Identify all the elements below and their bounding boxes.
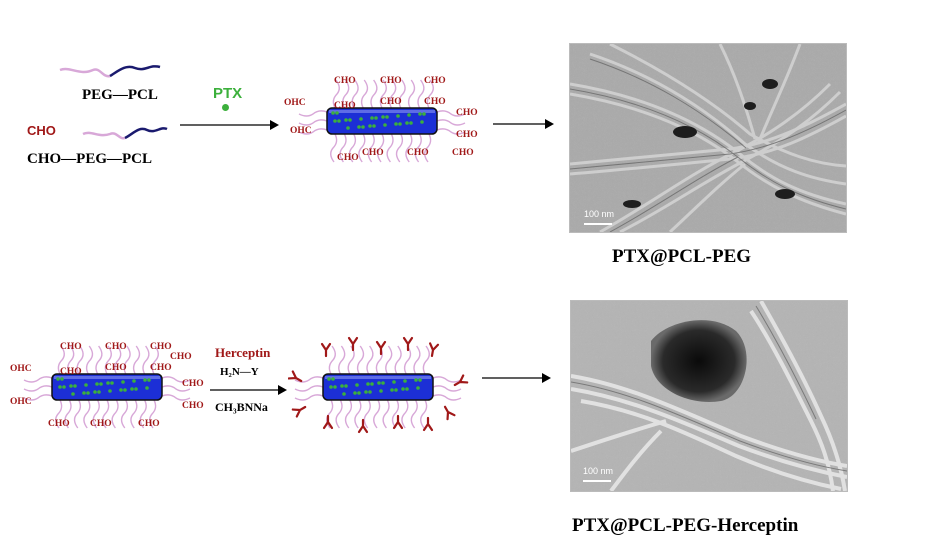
antibody-icon <box>320 342 332 358</box>
end-group-label: OHC <box>284 98 306 108</box>
end-group-label: CHO <box>90 419 112 429</box>
peg-corona <box>298 79 466 163</box>
antibody-icon <box>429 342 440 358</box>
end-group-label: CHO <box>407 148 429 158</box>
end-group-label: CHO <box>380 97 402 107</box>
end-group-label: CHO <box>182 401 204 411</box>
cho-peg-pcl-chain-pcl <box>124 127 168 140</box>
antibody-icon <box>402 336 414 352</box>
end-group-label: OHC <box>290 126 312 136</box>
peg-pcl-chain-pcl <box>109 65 161 78</box>
end-group-label: CHO <box>105 363 127 373</box>
drug-loading <box>327 377 422 396</box>
arrow-3 <box>210 385 287 395</box>
herceptin-antibodies <box>288 336 469 434</box>
end-group-label: CHO <box>334 76 356 86</box>
antibody-icon <box>357 418 369 434</box>
end-group-label: CHO <box>138 419 160 429</box>
micelle-3-antibody <box>288 336 469 434</box>
end-group-label: CHO <box>456 130 478 140</box>
drug-loading <box>56 377 151 396</box>
antibody-icon <box>322 414 334 430</box>
end-group-label: CHO <box>362 148 384 158</box>
drug-dot <box>222 104 229 111</box>
reagent-herceptin: Herceptin <box>215 345 271 360</box>
end-group-label: CHO <box>337 153 359 163</box>
tem-fibers-2 <box>571 301 847 491</box>
antibody-icon <box>392 414 404 430</box>
end-group-label: CHO <box>424 97 446 107</box>
cho-tag: CHO <box>27 123 56 138</box>
end-group-label: CHO <box>456 108 478 118</box>
end-group-label: CHO <box>60 342 82 352</box>
tem-fibers-1 <box>570 44 846 232</box>
arrow-1 <box>180 120 279 130</box>
antibody-icon <box>375 340 387 356</box>
end-group-label: CHO <box>60 367 82 377</box>
antibody-icon <box>453 374 469 387</box>
cho-peg-pcl-chain-peg <box>82 131 126 140</box>
tem-scale-label-2: 100 nm <box>583 466 614 476</box>
arrow-4 <box>482 373 551 383</box>
end-group-label: OHC <box>10 397 32 407</box>
end-group-label: CHO <box>48 419 70 429</box>
drug-loading <box>331 111 426 130</box>
peg-corona <box>23 345 191 429</box>
end-group-label: CHO <box>424 76 446 86</box>
tem-image-1: 100 nm <box>569 43 847 233</box>
caption-2: PTX@PCL-PEG-Herceptin <box>572 515 799 536</box>
end-group-label: CHO <box>170 352 192 362</box>
antibody-icon <box>443 405 456 421</box>
arrow-2 <box>493 119 554 129</box>
antibody-icon <box>347 336 359 352</box>
reagent-amine: H₂N—Y <box>220 366 259 378</box>
end-group-label: CHO <box>380 76 402 86</box>
polymer1-label: PEG—PCL <box>82 87 158 103</box>
reagent-reductant: CH₃BNNa <box>215 400 268 414</box>
caption-1: PTX@PCL-PEG <box>612 246 752 267</box>
end-group-label: CHO <box>334 101 356 111</box>
antibody-icon <box>291 405 307 418</box>
end-group-label: OHC <box>10 364 32 374</box>
end-group-label: CHO <box>452 148 474 158</box>
tem-scale-label-1: 100 nm <box>584 209 615 219</box>
peg-pcl-chain-peg <box>59 67 111 78</box>
tem-image-2: 100 nm <box>570 300 848 492</box>
end-group-label: CHO <box>105 342 127 352</box>
drug-label: PTX <box>213 85 243 102</box>
antibody-icon <box>288 370 303 383</box>
polymer-chains-diagram <box>59 65 168 140</box>
polymer2-label: CHO—PEG—PCL <box>27 151 153 167</box>
end-group-label: CHO <box>182 379 204 389</box>
end-group-label: CHO <box>150 363 172 373</box>
antibody-icon <box>422 416 434 432</box>
end-group-label: CHO <box>150 342 172 352</box>
